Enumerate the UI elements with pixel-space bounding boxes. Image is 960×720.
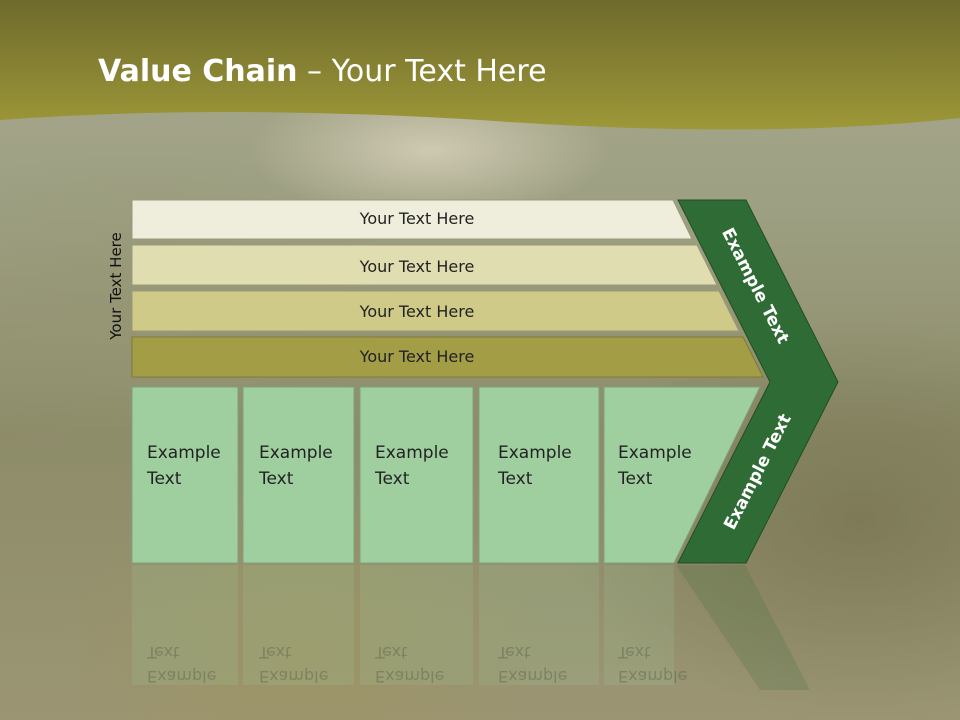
cell-1-shape [131, 386, 239, 564]
cell-3-shape [359, 386, 474, 564]
bar-2-shape [131, 244, 718, 286]
cell-reflection-1 [132, 565, 238, 685]
slide-title: Value Chain – Your Text Here [98, 54, 547, 89]
bar-3-shape [131, 290, 740, 332]
header-band [0, 0, 960, 130]
cell-5-shape [603, 386, 761, 564]
cell-reflection-3 [360, 565, 473, 685]
cell-4-shape [478, 386, 600, 564]
cell-reflection-4 [479, 565, 599, 685]
chevron-reflection [676, 565, 810, 690]
cell-2-shape [242, 386, 355, 564]
cell-reflection-2 [243, 565, 354, 685]
cell-reflection-5 [604, 565, 674, 685]
bar-1-shape [131, 199, 693, 240]
title-bold: Value Chain [98, 54, 298, 89]
bar-3-label: Your Text Here [359, 302, 475, 321]
chevron-shape [677, 199, 839, 564]
bar-2-label: Your Text Here [359, 257, 475, 276]
bar-1-label: Your Text Here [359, 209, 475, 228]
title-rest: – Your Text Here [297, 54, 547, 89]
bar-4-label: Your Text Here [359, 347, 475, 366]
bar-4-shape [131, 336, 764, 378]
